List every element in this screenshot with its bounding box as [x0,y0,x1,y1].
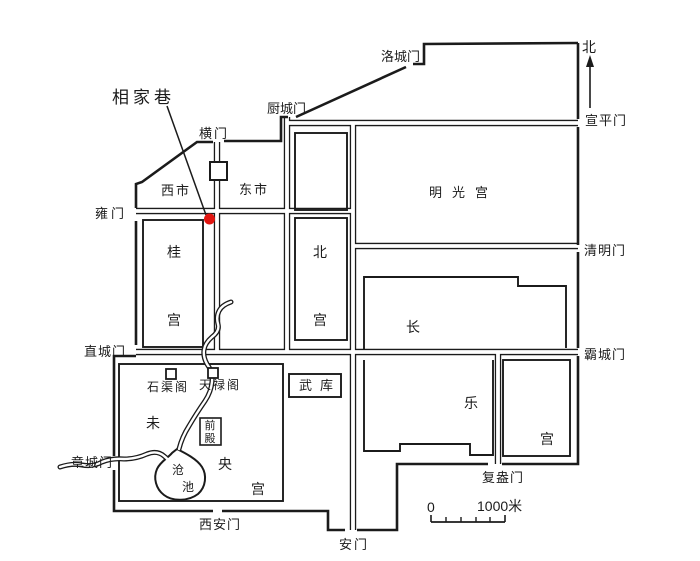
label-north: 北 [582,39,596,55]
label-gui-palace-1: 桂 [167,244,181,260]
label-cang-pond-1: 沧 [172,462,184,477]
label-front-hall-char2: 殿 [205,432,216,445]
tianlu-pavilion-square [207,367,219,379]
label-armory: 武库 [299,378,341,393]
roads [136,117,578,530]
label-front-hall-char1: 前 [205,418,216,432]
compass [586,55,594,108]
label-gui-palace-2: 宫 [167,312,181,328]
shiqu-pavilion-square [165,368,177,380]
front-hall-box [199,417,222,446]
north-arrow-head [586,55,594,67]
leader-line [166,105,207,216]
wall-south-east [357,462,488,532]
wall-north-chucheng [224,115,288,143]
label-west-market: 西市 [161,183,191,198]
label-cang-pond-2: 池 [182,480,194,494]
market-square-structure [209,161,228,181]
label-weiyang-palace-1: 未 [146,415,160,431]
label-chucheng-gate: 厨城门 [267,101,306,116]
changle-palace-north-outline [363,276,567,350]
label-north-palace-1: 北 [313,244,327,260]
wall-south-corner [502,356,580,466]
wall-north-west-diagonal [134,140,213,208]
scale-bar [430,515,506,523]
label-an-gate: 安门 [339,537,369,552]
label-weiyang-palace-2: 央 [218,456,232,472]
ward-block-outline [294,132,348,211]
label-tianlu-pavilion: 天禄阁 [199,377,241,392]
weiyang-palace-outline [118,363,284,502]
label-heng-gate: 横门 [199,126,229,141]
label-changle-palace-3: 宫 [540,431,554,447]
label-scale-end: 1000米 [477,498,522,514]
changle-palace-south-east-outline [502,359,571,457]
label-qingming-gate: 清明门 [584,243,626,258]
label-xiangjia-lane: 相家巷 [112,88,175,107]
label-changle-palace-1: 长 [406,319,420,335]
wall-west-jog [112,354,136,456]
palace-blocks [118,132,571,502]
label-fuang-gate: 复盎门 [482,470,524,485]
cang-pond-outline [154,447,207,501]
armory-outline [288,373,342,398]
wall-west-lower-south [112,470,213,513]
label-luocheng-gate: 洛城门 [381,49,420,64]
label-zhangcheng-gate: 章城门 [71,455,113,470]
wall-south-center [222,509,345,532]
north-palace-outline [294,217,348,341]
gui-palace-outline [142,219,204,348]
label-weiyang-palace-3: 宫 [251,481,265,497]
label-xian-gate: 西安门 [199,517,241,532]
wall-north-diagonal [295,65,407,119]
label-mingguang-palace: 明光宫 [429,185,498,200]
changle-palace-south-west-outline [363,360,494,456]
label-scale-zero: 0 [427,499,435,515]
label-bacheng-gate: 霸城门 [584,347,626,362]
label-xuanping-gate: 宣平门 [585,113,627,128]
label-north-palace-2: 宫 [313,312,327,328]
xiangjia-lane-marker [204,213,215,225]
water [57,299,234,501]
label-zhicheng-gate: 直城门 [84,344,126,359]
label-east-market: 东市 [239,182,269,197]
label-yong-gate: 雍门 [95,206,127,221]
city-wall [112,41,580,532]
labels-layer: 相家巷洛城门北宣平门厨城门横门西市东市明光宫雍门清明门桂宫北宫长乐宫直城门霸城门… [71,39,627,552]
label-shiqu-pavilion: 石渠阁 [147,380,189,394]
highlight-marker-group [166,105,215,225]
structures [165,161,228,446]
label-changle-palace-2: 乐 [464,395,478,411]
wall-north-east-corner [413,41,579,66]
